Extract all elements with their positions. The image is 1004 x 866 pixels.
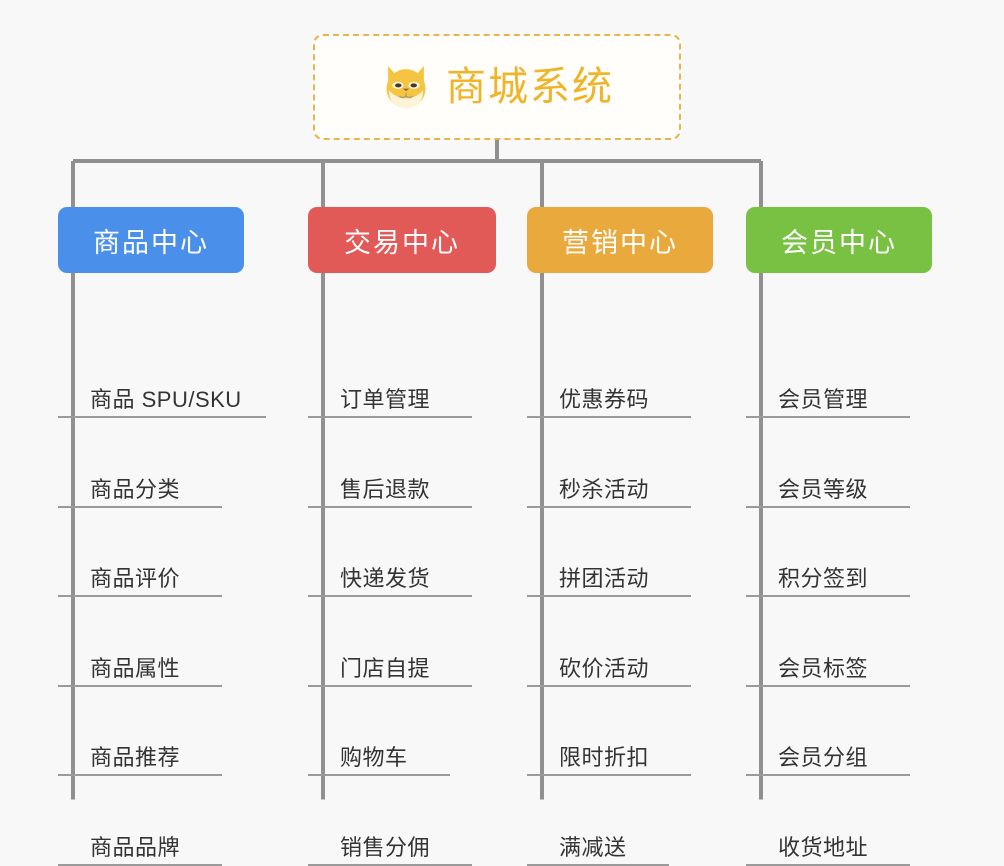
leaf-item-label: 会员标签 bbox=[778, 655, 869, 681]
leaf-item-label: 优惠券码 bbox=[559, 387, 650, 412]
leaf-item-label: 会员分组 bbox=[778, 745, 869, 770]
leaf-item-label: 砍价活动 bbox=[559, 655, 650, 681]
leaf-item[interactable]: 销售分佣 bbox=[308, 836, 472, 866]
leaf-item-label: 商品属性 bbox=[90, 655, 181, 681]
leaf-item[interactable]: 商品品牌 bbox=[58, 836, 222, 866]
leaf-item[interactable]: 积分签到 bbox=[746, 567, 910, 597]
category-column-product-center: 商品中心商品 SPU/SKU 商品分类商品评价商品属性商品推荐商品品牌 bbox=[58, 207, 266, 866]
leaf-item[interactable]: 商品 SPU/SKU bbox=[58, 388, 266, 418]
leaf-item-label: 快递发货 bbox=[340, 566, 431, 591]
leaf-item-label: 商品 SPU/SKU bbox=[90, 387, 242, 412]
category-column-trade-center: 交易中心订单管理售后退款快递发货门店自提购物车销售分佣 bbox=[308, 207, 496, 866]
leaf-item-label: 积分签到 bbox=[778, 566, 869, 591]
root-node[interactable]: 商城系统 bbox=[313, 34, 681, 140]
leaf-item[interactable]: 商品属性 bbox=[58, 657, 222, 687]
leaf-item-label: 商品分类 bbox=[90, 476, 181, 502]
leaf-item-label: 限时折扣 bbox=[559, 745, 650, 770]
leaf-item[interactable]: 门店自提 bbox=[308, 657, 472, 687]
leaf-item[interactable]: 售后退款 bbox=[308, 478, 472, 508]
leaf-item[interactable]: 订单管理 bbox=[308, 388, 472, 418]
leaf-item-label: 售后退款 bbox=[340, 476, 431, 502]
category-label: 会员中心 bbox=[781, 227, 897, 258]
leaf-item-label: 会员等级 bbox=[778, 476, 869, 502]
leaf-item-label: 订单管理 bbox=[340, 387, 431, 412]
leaf-item-label: 秒杀活动 bbox=[559, 476, 650, 502]
category-label: 商品中心 bbox=[93, 227, 209, 258]
leaf-item[interactable]: 秒杀活动 bbox=[527, 478, 691, 508]
root-title: 商城系统 bbox=[446, 65, 614, 109]
mindmap-canvas: 商城系统 商品中心商品 SPU/SKU 商品分类商品评价商品属性商品推荐商品品牌 交… bbox=[58, 34, 932, 866]
leaf-item[interactable]: 拼团活动 bbox=[527, 567, 691, 597]
category-column-marketing-center: 营销中心优惠券码秒杀活动拼团活动砍价活动限时折扣满减送 bbox=[527, 207, 713, 866]
leaf-item-label: 商品推荐 bbox=[90, 745, 181, 770]
leaf-item-label: 购物车 bbox=[340, 745, 408, 770]
leaf-item[interactable]: 优惠券码 bbox=[527, 388, 691, 418]
leaf-item[interactable]: 会员等级 bbox=[746, 478, 910, 508]
leaf-item[interactable]: 购物车 bbox=[308, 746, 450, 776]
category-label: 交易中心 bbox=[344, 227, 460, 258]
leaf-item[interactable]: 商品评价 bbox=[58, 567, 222, 597]
leaf-item-label: 商品评价 bbox=[90, 566, 181, 591]
leaf-item-label: 会员管理 bbox=[778, 387, 869, 412]
category-node-product-center[interactable]: 商品中心 bbox=[58, 207, 244, 273]
leaf-item[interactable]: 砍价活动 bbox=[527, 657, 691, 687]
category-node-trade-center[interactable]: 交易中心 bbox=[308, 207, 496, 273]
category-node-marketing-center[interactable]: 营销中心 bbox=[527, 207, 713, 273]
category-node-member-center[interactable]: 会员中心 bbox=[746, 207, 932, 273]
leaf-item[interactable]: 商品分类 bbox=[58, 478, 222, 508]
category-column-member-center: 会员中心会员管理会员等级积分签到会员标签会员分组收货地址 bbox=[746, 207, 932, 866]
leaf-item[interactable]: 快递发货 bbox=[308, 567, 472, 597]
category-label: 营销中心 bbox=[562, 227, 678, 258]
leaf-item[interactable]: 限时折扣 bbox=[527, 746, 691, 776]
leaf-item[interactable]: 会员标签 bbox=[746, 657, 910, 687]
leaf-item[interactable]: 商品推荐 bbox=[58, 746, 222, 776]
leaf-item[interactable]: 会员分组 bbox=[746, 746, 910, 776]
leaf-item[interactable]: 满减送 bbox=[527, 836, 669, 866]
leaf-item[interactable]: 会员管理 bbox=[746, 388, 910, 418]
leaf-item[interactable]: 收货地址 bbox=[746, 836, 910, 866]
leaf-item-label: 拼团活动 bbox=[559, 566, 650, 591]
leaf-item-label: 门店自提 bbox=[340, 655, 431, 681]
shiba-dog-face-icon bbox=[386, 65, 426, 109]
